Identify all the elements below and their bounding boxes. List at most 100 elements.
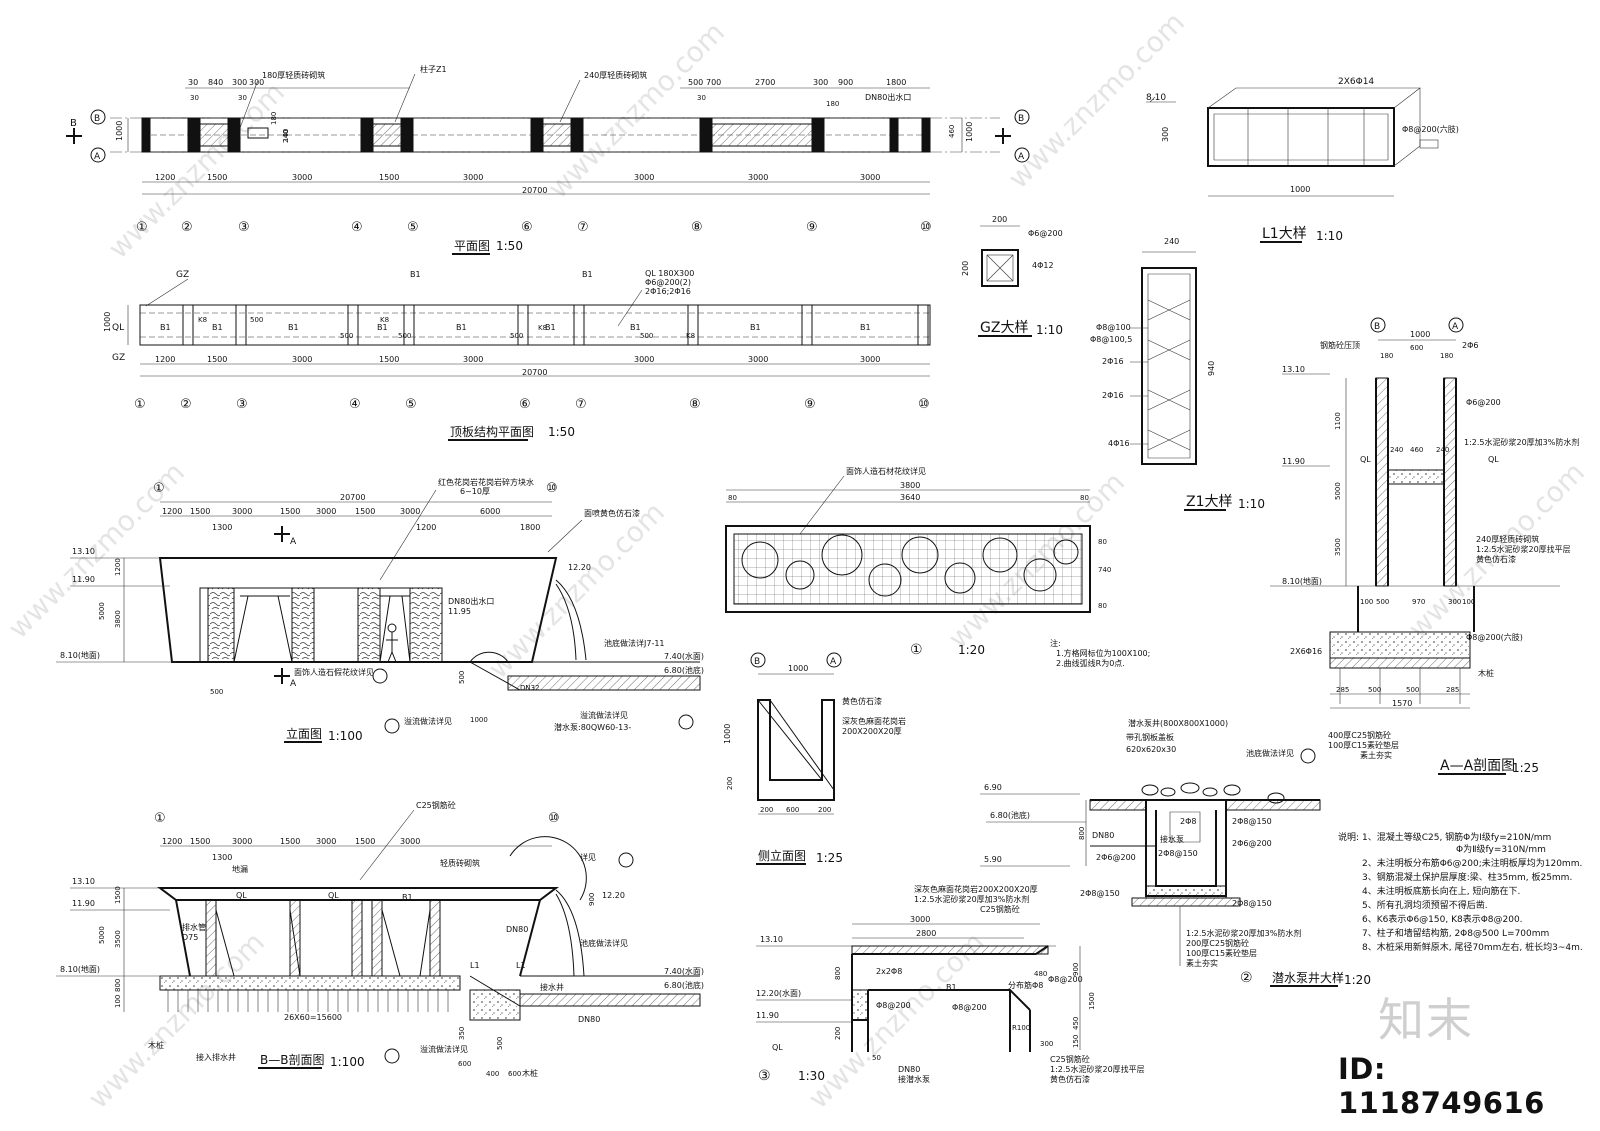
side-elevation: B A 1000 黄色仿石漆 深灰色麻面花岗岩 200X200X20厚 1000… [723, 652, 906, 865]
l1-width: 1000 [1290, 185, 1310, 194]
aa-section: B A 1000 180 600 180 钢筋砼压顶 2Φ6 Φ6@200 1:… [1270, 317, 1579, 775]
d3-ql: QL [772, 1043, 783, 1052]
side-b: 200 [818, 806, 831, 814]
pattern-side: 80 [1080, 494, 1089, 502]
bb-level: 7.40(水面) [664, 966, 704, 976]
pit-r4: 2Φ8@150 [1158, 849, 1198, 858]
roof-axis: ⑤ [405, 397, 417, 412]
roof-mark-k: K8 [380, 316, 389, 324]
bb-l1: L1 [470, 961, 480, 970]
aa-soil: 素土夯实 [1360, 750, 1392, 760]
z1-r5: 4Φ16 [1108, 439, 1130, 448]
bb-scale: 1:100 [330, 1055, 365, 1069]
roof-mark-k: K8 [538, 324, 547, 332]
plan-axis: ⑧ [691, 220, 703, 235]
bb-dim: 600 [508, 1070, 521, 1078]
plan-side-dim: 1000 [965, 122, 974, 142]
plan-dim: 840 [208, 78, 223, 87]
elev-dim: 1000 [470, 716, 488, 724]
plan-span: 1200 [155, 173, 175, 182]
aa-title: A—A剖面图 [1440, 758, 1515, 774]
bb-dim: 350 [458, 1027, 466, 1040]
bb-dim: 400 [486, 1070, 499, 1078]
pit-pipe: 接水泵 [1160, 834, 1184, 844]
elev-span: 6000 [480, 507, 500, 516]
bb-dim: 600 [458, 1060, 471, 1068]
d3-dim: 900 [1072, 963, 1080, 976]
roof-b1-tag: B1 [582, 270, 593, 279]
pattern-label: 面饰人造石材花纹详见 [846, 466, 926, 476]
side-title: 侧立面图 [758, 848, 806, 863]
plan-scale: 1:50 [496, 239, 523, 253]
z1-detail: 240 940 Φ8@100 Φ8@100,5 2Φ16 2Φ16 4Φ16 Z… [1090, 237, 1265, 511]
d3-dim: 200 [834, 1027, 842, 1040]
plan-view: 30 840 300 300 500 700 2700 300 900 1800… [66, 64, 1030, 255]
plan-dim: 900 [838, 78, 853, 87]
l1-level: 8.10 [1146, 93, 1166, 103]
elev-total: 20700 [340, 493, 365, 502]
plan-side-dim: 140 [282, 129, 290, 142]
pit-dn: DN80 [1092, 831, 1114, 840]
roof-axis: ⑦ [575, 397, 587, 412]
plan-axis: ⑤ [407, 220, 419, 235]
roof-mark-500: 500 [340, 332, 353, 340]
d3-r4: Φ8@200 [952, 1003, 987, 1012]
bb-brick: 轻质砖砌筑 [440, 858, 480, 868]
elev-sub: 1300 [212, 523, 232, 532]
roof-span: 3000 [748, 355, 768, 364]
plan-axis: ⑥ [521, 220, 533, 235]
plan-dim: 2700 [755, 78, 775, 87]
aa-dim: 970 [1412, 598, 1425, 606]
bb-level: 8.10(地面) [60, 964, 100, 974]
gz-height: 200 [961, 261, 970, 276]
gz-title: GZ大样 [980, 320, 1028, 336]
elev-scale: 1:100 [328, 729, 363, 743]
bb-dn80: DN80 [506, 925, 528, 934]
l1-detail: 2X6Φ14 8.10 Φ8@200(六肢) 300 1000 L1大样 1:1… [1146, 77, 1459, 243]
aa-axis-a: A [1452, 322, 1459, 332]
aa-dim: 1000 [1410, 330, 1430, 339]
roof-gz: GZ [176, 270, 189, 280]
aa-scale: 1:25 [1512, 761, 1539, 775]
bb-pile: 木桩 [148, 1040, 164, 1050]
plan-total: 20700 [522, 186, 547, 195]
elev-axis: ⑩ [546, 481, 558, 496]
roof-side-dim: 1000 [103, 312, 112, 332]
elev-span: 1500 [190, 507, 210, 516]
bb-level: 13.10 [72, 877, 95, 886]
pattern-title: 1:20 [958, 643, 985, 657]
plan-dim: 180 [826, 100, 839, 108]
aa-dim: 100 [1360, 598, 1373, 606]
elev-section-a: A [290, 537, 297, 547]
aa-paint: 黄色仿石漆 [1476, 554, 1516, 564]
roof-mark-500: 500 [640, 332, 653, 340]
bb-piles: 26X60=15600 [284, 1013, 342, 1022]
side-label1: 黄色仿石漆 [842, 696, 882, 706]
plan-dim: 30 [697, 94, 706, 102]
aa-pile: 木桩 [1478, 668, 1494, 678]
pattern-w2: 3640 [900, 493, 920, 502]
roof-span: 3000 [860, 355, 880, 364]
elev-pump: 潜水泵:80QW60-13- [554, 722, 631, 732]
notes-line: 4、未注明板底筋长向在上, 短向筋在下. [1362, 885, 1520, 897]
notes-line: 6、K6表示Φ6@150, K8表示Φ8@200. [1362, 913, 1523, 925]
roof-span: 1500 [207, 355, 227, 364]
plan-row-axis: B [94, 114, 100, 124]
elev-title: 立面图 [286, 726, 322, 741]
d3-paint: 黄色仿石漆 [1050, 1074, 1090, 1084]
aa-axis-b: B [1374, 322, 1380, 332]
notes-line: 5、所有孔洞均须预留不得后凿. [1362, 899, 1488, 911]
d3-dist: 分布筋Φ8 [1008, 980, 1043, 990]
elev-axis: ① [153, 481, 165, 496]
roof-mark-500: 500 [510, 332, 523, 340]
elev-level: 8.10(地面) [60, 650, 100, 660]
l1-top-rebar: 2X6Φ14 [1338, 77, 1374, 87]
aa-base: 2X6Φ16 [1290, 647, 1322, 656]
bb-floor: 地漏 [232, 864, 248, 874]
pit-level: 5.90 [984, 855, 1002, 864]
d3-dim: 3000 [910, 915, 930, 924]
aa-level: 13.10 [1282, 365, 1305, 374]
d3-dim: 480 [1034, 970, 1047, 978]
d3-level: 11.90 [756, 1011, 779, 1020]
roof-total: 20700 [522, 368, 547, 377]
